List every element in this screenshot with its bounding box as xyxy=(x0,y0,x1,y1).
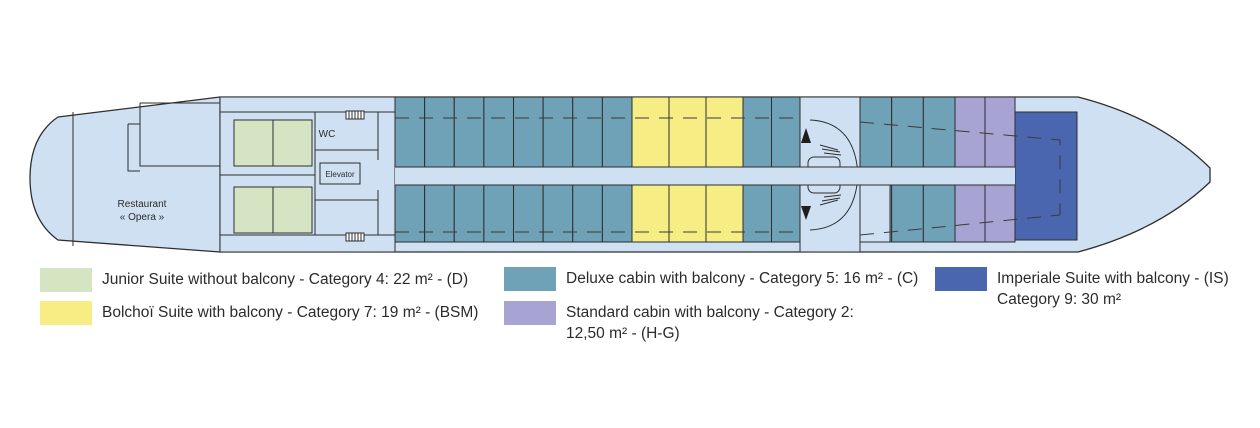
legend-swatch xyxy=(935,267,987,291)
deluxe-cabin xyxy=(859,96,893,168)
deluxe-cabin xyxy=(483,184,514,243)
imperiale-suite-cabin xyxy=(1014,111,1078,241)
junior-suite-cabin xyxy=(233,186,274,234)
legend-swatch xyxy=(504,267,556,291)
standard-cabin xyxy=(954,184,986,243)
legend-label: 12,50 m² - (H-G) xyxy=(566,325,680,342)
arrow-down-icon xyxy=(801,206,811,220)
deluxe-cabin xyxy=(891,96,924,168)
standard-cabin xyxy=(984,184,1016,243)
deluxe-cabin xyxy=(542,96,574,168)
deluxe-cabin xyxy=(742,96,772,168)
stairs-icon xyxy=(345,110,365,120)
restaurant-label: Restaurant xyxy=(118,199,167,210)
legend-junior: Junior Suite without balcony - Category … xyxy=(40,268,468,292)
stairs-icon xyxy=(345,232,365,242)
deluxe-cabin xyxy=(742,184,772,243)
junior-suite-cabin xyxy=(272,119,313,167)
legend-standard: Standard cabin with balcony - Category 2… xyxy=(504,301,854,344)
arrow-up-icon xyxy=(801,128,811,143)
deluxe-cabin xyxy=(424,96,455,168)
deluxe-cabin xyxy=(394,96,426,168)
deluxe-cabin xyxy=(601,96,633,168)
legend-label: Category 9: 30 m² xyxy=(997,291,1122,308)
restaurant-label: « Opera » xyxy=(120,212,165,223)
legend-swatch xyxy=(40,301,92,325)
legend-bolchoi: Bolchoï Suite with balcony - Category 7:… xyxy=(40,301,478,325)
deluxe-cabin xyxy=(424,184,455,243)
staircase-steps xyxy=(819,144,842,206)
deluxe-cabin xyxy=(572,184,603,243)
deluxe-cabin xyxy=(771,96,801,168)
elevator-shaft xyxy=(319,162,361,185)
lobby-area xyxy=(859,184,891,243)
legend-label: Imperiale Suite with balcony - (IS) xyxy=(997,270,1229,287)
legend-swatch xyxy=(504,301,556,325)
wc-label: WC xyxy=(319,129,336,140)
legend-label: Deluxe cabin with balcony - Category 5: … xyxy=(566,270,919,287)
standard-cabin xyxy=(984,96,1016,168)
deluxe-cabin xyxy=(922,96,956,168)
deluxe-cabin xyxy=(922,184,956,243)
deluxe-cabin xyxy=(453,96,485,168)
legend-swatch xyxy=(40,268,92,292)
balcony-dashed-line xyxy=(395,117,1061,236)
junior-suite-cabin xyxy=(272,186,313,234)
deluxe-cabin xyxy=(891,184,924,243)
deluxe-cabin xyxy=(394,184,426,243)
legend-imperiale: Imperiale Suite with balcony - (IS) Cate… xyxy=(935,267,1229,310)
deluxe-cabin xyxy=(453,184,485,243)
legend-label: Standard cabin with balcony - Category 2… xyxy=(566,304,854,321)
standard-cabin xyxy=(954,96,986,168)
deluxe-cabin xyxy=(572,96,603,168)
legend-deluxe: Deluxe cabin with balcony - Category 5: … xyxy=(504,267,918,291)
deluxe-cabin xyxy=(483,96,514,168)
bolchoi-suite-cabin xyxy=(705,184,744,243)
restaurant-bar xyxy=(127,123,140,172)
deluxe-cabin xyxy=(513,184,544,243)
bolchoi-suite-cabin xyxy=(668,184,707,243)
bolchoi-suite-cabin xyxy=(631,184,670,243)
legend-label: Bolchoï Suite with balcony - Category 7:… xyxy=(102,304,479,321)
legend-label: Junior Suite without balcony - Category … xyxy=(102,271,469,288)
elevator-label: Elevator xyxy=(325,170,355,179)
junior-suite-cabin xyxy=(233,119,274,167)
bolchoi-suite-cabin xyxy=(668,96,707,168)
bolchoi-suite-cabin xyxy=(631,96,670,168)
deluxe-cabin xyxy=(542,184,574,243)
bolchoi-suite-cabin xyxy=(705,96,744,168)
deluxe-cabin xyxy=(771,184,801,243)
corridor xyxy=(395,167,1015,185)
deluxe-cabin xyxy=(601,184,633,243)
deluxe-cabin xyxy=(513,96,544,168)
